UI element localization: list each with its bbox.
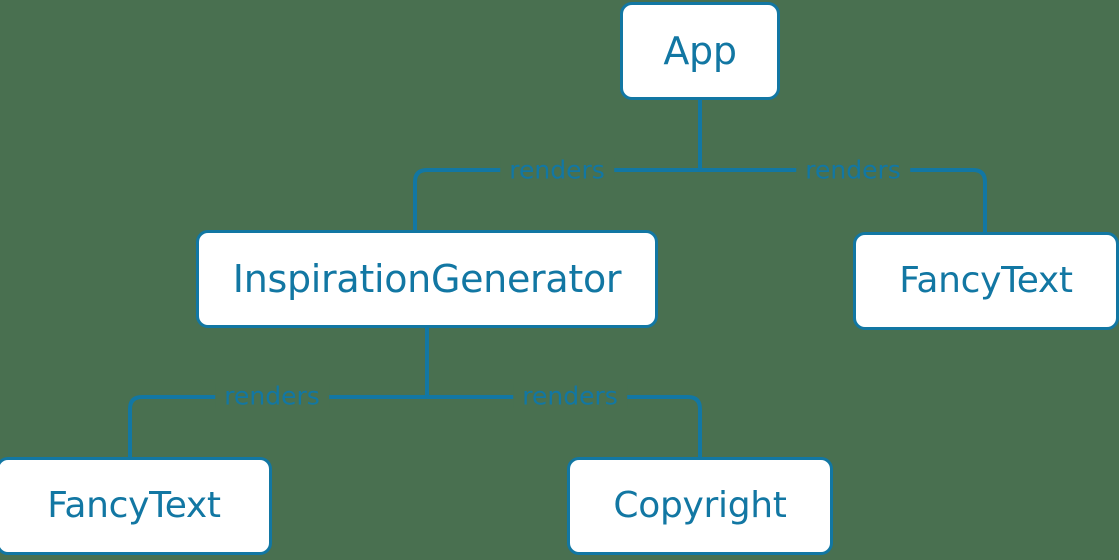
node-copyright[interactable]: Copyright	[567, 457, 833, 555]
node-label-copyright: Copyright	[613, 485, 787, 526]
edge-inspiration-generator-to-copyright	[425, 395, 702, 459]
node-app[interactable]: App	[620, 2, 780, 100]
node-label-fancy-text-bottom: FancyText	[47, 485, 221, 526]
node-label-inspiration-generator: InspirationGenerator	[232, 257, 622, 301]
node-label-app: App	[663, 29, 737, 73]
node-fancy-text-right[interactable]: FancyText	[853, 232, 1119, 330]
edge-inspiration-generator-to-fancy-text-bottom	[128, 395, 429, 459]
node-inspiration-generator[interactable]: InspirationGenerator	[196, 230, 658, 328]
edge-label-app-to-inspiration-generator: renders	[500, 157, 614, 183]
edge-app-to-fancy-text-right	[698, 168, 987, 234]
node-fancy-text-bottom[interactable]: FancyText	[0, 457, 272, 555]
node-label-fancy-text-right: FancyText	[899, 260, 1073, 301]
edge-app-to-inspiration-generator	[413, 168, 702, 232]
edge-label-app-to-fancy-text-right: renders	[796, 157, 910, 183]
edge-label-inspiration-generator-to-fancy-text-bottom: renders	[215, 383, 329, 409]
edge-label-inspiration-generator-to-copyright: renders	[513, 383, 627, 409]
